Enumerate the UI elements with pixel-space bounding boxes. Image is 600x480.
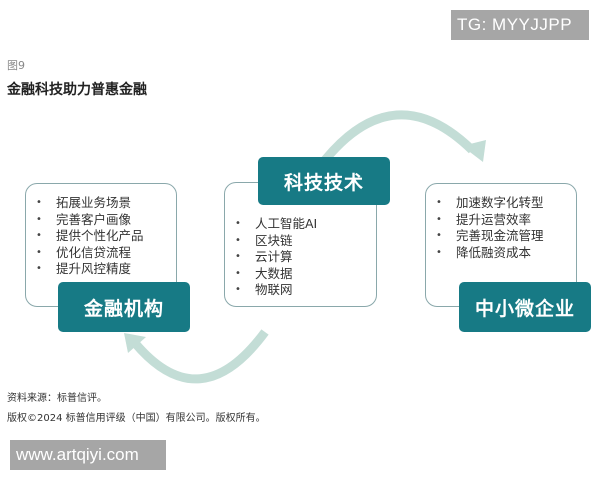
list-item: •提升运营效率: [436, 211, 532, 227]
technology-label: 科技技术: [258, 157, 390, 205]
list-item: •降低融资成本: [436, 244, 532, 260]
list-item: •云计算: [235, 249, 293, 264]
list-item: •完善现金流管理: [436, 228, 544, 243]
arrow-tech-to-fin: [131, 329, 269, 384]
list-item: •优化信贷流程: [36, 244, 132, 260]
fin-institutions-label: 金融机构: [58, 282, 190, 332]
list-item: •大数据: [235, 265, 293, 281]
fin-institutions-box: •拓展业务场景 •完善客户画像 •提供个性化产品 •优化信贷流程 •提升风控精度: [25, 183, 177, 307]
smes-label: 中小微企业: [459, 282, 591, 332]
smes-list: •加速数字化转型 •提升运营效率 •完善现金流管理 •降低融资成本: [426, 184, 576, 261]
fin-institutions-list: •拓展业务场景 •完善客户画像 •提供个性化产品 •优化信贷流程 •提升风控精度: [26, 184, 176, 278]
list-item: •加速数字化转型: [436, 195, 544, 210]
technology-list: •人工智能AI •区块链 •云计算 •大数据 •物联网: [225, 183, 376, 299]
list-item: •完善客户画像: [36, 211, 132, 227]
watermark-url: www.artqiyi.com: [10, 440, 166, 470]
list-item: •提升风控精度: [36, 261, 132, 276]
arrowhead-down-icon: [462, 140, 486, 162]
list-item: •拓展业务场景: [36, 195, 132, 210]
list-item: •区块链: [235, 232, 293, 248]
figure-title: 金融科技助力普惠金融: [7, 82, 147, 98]
figure-number: 图9: [7, 59, 25, 72]
arrow-tech-to-sme: [321, 110, 476, 163]
list-item: •人工智能AI: [235, 216, 318, 231]
watermark-tg: TG: MYYJJPP: [451, 10, 589, 40]
copyright-note: 版权©2024 标普信用评级（中国）有限公司。版权所有。: [7, 413, 266, 424]
arrowhead-up-icon: [124, 333, 146, 353]
list-item: •提供个性化产品: [36, 228, 144, 243]
source-note: 资料来源：标普信评。: [7, 393, 107, 404]
list-item: •物联网: [235, 282, 293, 297]
